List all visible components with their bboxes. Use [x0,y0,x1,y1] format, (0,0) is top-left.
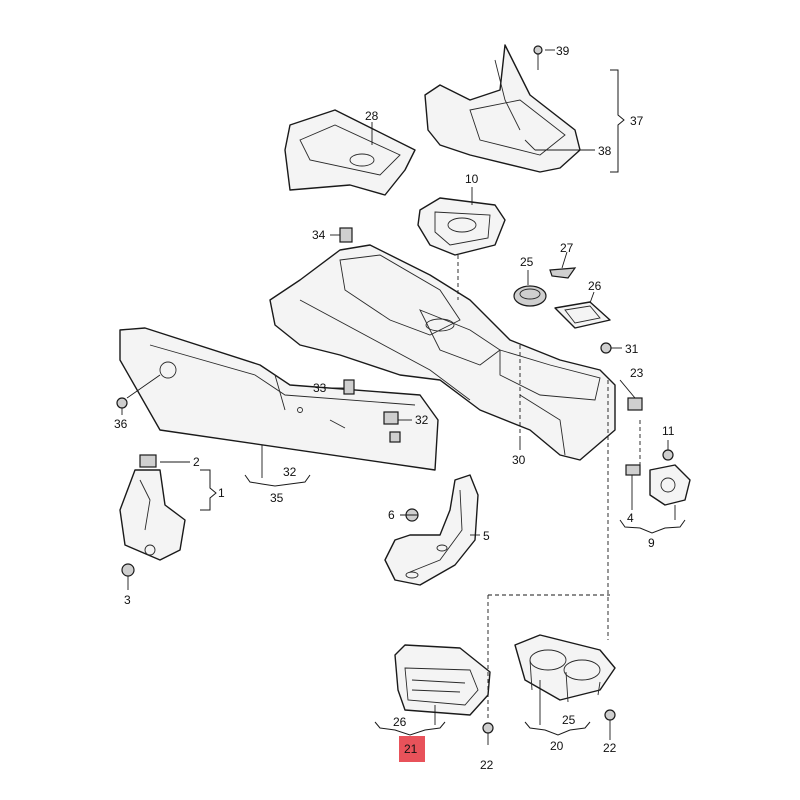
callout-20: 20 [550,739,564,753]
callout-1: 1 [218,486,225,500]
cup-holder-20 [514,634,616,703]
support-bracket-5 [384,474,479,586]
linkage-assembly-9 [625,449,691,506]
callout-30: 30 [512,453,526,467]
highlighted-callout-21[interactable]: 21 [399,736,425,762]
clip-27 [549,267,577,279]
callout-31: 31 [625,342,639,356]
callout-32-bottom: 32 [283,465,297,479]
clip-34 [339,227,353,243]
screw-36 [116,374,161,409]
callout-37: 37 [630,114,644,128]
screw-39 [533,45,543,70]
callout-28: 28 [365,109,379,123]
callout-33: 33 [313,381,327,395]
callout-36: 36 [114,417,128,431]
mat-26 [554,301,611,329]
callout-35: 35 [270,491,284,505]
callout-3: 3 [124,593,131,607]
callout-5: 5 [483,529,490,543]
callout-34: 34 [312,228,326,242]
callout-25-top: 25 [520,255,534,269]
clip-23 [627,397,643,411]
shift-boot-frame-10 [417,197,506,256]
callout-6: 6 [388,508,395,522]
braces [200,69,686,736]
callout-4: 4 [627,511,634,525]
callout-23: 23 [630,366,644,380]
callout-labels: 39 37 38 28 10 34 25 27 26 31 23 33 32 3… [114,44,675,772]
callout-38: 38 [598,144,612,158]
callout-26-top: 26 [588,279,602,293]
callout-9: 9 [648,536,655,550]
cover-disc-25 [513,285,547,307]
rear-trim-panel [424,44,581,173]
storage-compartment-21 [394,644,491,716]
callout-27: 27 [560,241,574,255]
callout-2: 2 [193,455,200,469]
callout-22-right: 22 [603,741,617,755]
side-panel-35 [119,327,439,471]
leader-lines [121,49,669,590]
callout-25-bottom: 25 [562,713,576,727]
clip-32 [383,411,401,443]
callout-39: 39 [556,44,570,58]
bracket-1 [119,454,186,561]
clip-33 [343,379,355,395]
screw-22-right [604,709,616,740]
callout-26-bottom: 26 [393,715,407,729]
screw-22-left [482,722,494,745]
callout-11: 11 [662,424,675,438]
callout-10: 10 [465,172,479,186]
nut-3 [121,563,135,577]
tray-insert-28 [284,109,416,196]
callout-32-right: 32 [415,413,429,427]
screw-31 [600,342,622,354]
callout-22-left: 22 [480,758,494,772]
callout-21: 21 [404,742,418,756]
center-console-30 [269,244,616,461]
highlight-box [399,736,425,762]
